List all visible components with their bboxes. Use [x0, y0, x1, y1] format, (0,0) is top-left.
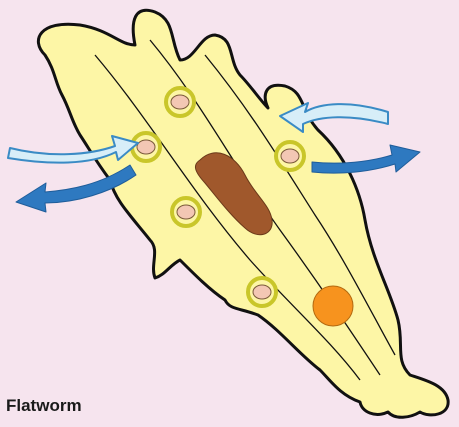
flame-cell [132, 133, 160, 161]
orange-spot [313, 286, 353, 326]
flame-cell [172, 198, 200, 226]
flame-cell [276, 142, 304, 170]
caption: Flatworm [6, 396, 82, 416]
flame-cell [248, 278, 276, 306]
flame-cell [166, 88, 194, 116]
inflow-arrow-icon [8, 136, 138, 163]
